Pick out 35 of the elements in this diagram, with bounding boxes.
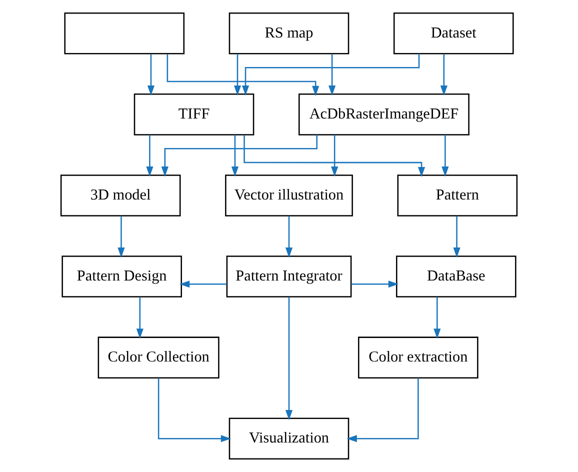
node-box: Pattern: [397, 174, 518, 216]
node-box: AcDbRasterImangeDEF: [298, 94, 470, 136]
arrow: [161, 134, 318, 177]
node-box: Vector illustration: [225, 174, 353, 216]
arrow: [331, 134, 338, 177]
arrow: [166, 54, 320, 96]
arrow: [351, 280, 399, 288]
arrow: [146, 134, 154, 177]
arrow: [158, 378, 232, 442]
arrow: [136, 296, 144, 339]
node-box: TIFF: [134, 94, 254, 136]
arrow: [285, 297, 293, 420]
arrow: [147, 54, 155, 96]
arrow: [244, 135, 426, 178]
node-box: [64, 12, 185, 54]
node-box: DataBase: [396, 256, 516, 298]
node-box: RS map: [228, 12, 350, 54]
arrow: [440, 54, 448, 96]
arrow: [434, 296, 441, 339]
node-box: Pattern Design: [62, 256, 182, 298]
node-box: 3D model: [60, 174, 181, 216]
arrow: [285, 216, 293, 258]
arrow: [118, 216, 125, 258]
arrow: [453, 216, 460, 258]
node-box: Dataset: [393, 12, 514, 54]
arrow: [234, 54, 242, 96]
node-box: Color extraction: [358, 336, 478, 378]
node-box: Color Collection: [98, 336, 220, 378]
arrow: [231, 134, 239, 177]
node-box: Pattern Integrator: [226, 256, 352, 298]
arrow: [328, 54, 336, 96]
arrow: [346, 378, 419, 442]
arrow: [442, 134, 449, 177]
node-box: Visualization: [228, 418, 350, 460]
arrow: [179, 280, 227, 288]
